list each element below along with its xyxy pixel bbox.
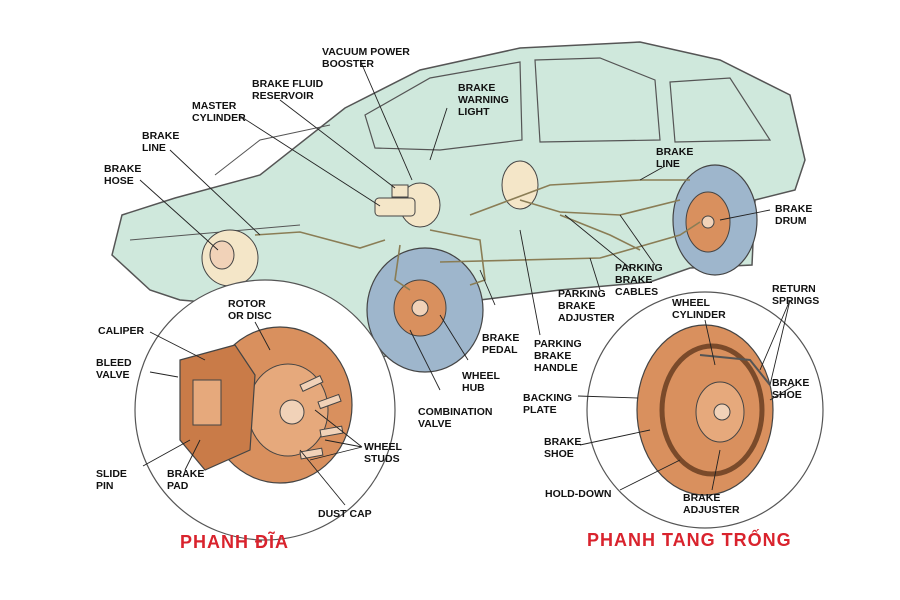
car-window bbox=[669, 77, 772, 143]
label-dust-cap: DUST CAP bbox=[318, 508, 372, 520]
label-hold-down: HOLD-DOWN bbox=[545, 488, 612, 500]
caption-drum-brake: PHANH TANG TRỐNG bbox=[587, 530, 792, 550]
wheel-studs-parts bbox=[299, 375, 344, 460]
master-cylinder-part bbox=[374, 197, 416, 217]
car-window bbox=[534, 57, 661, 143]
car-window bbox=[364, 61, 523, 151]
label-caliper: CALIPER bbox=[98, 325, 145, 337]
left-rear-drum bbox=[501, 160, 539, 210]
caption-disc-brake: PHANH ĐĨA bbox=[180, 532, 290, 552]
